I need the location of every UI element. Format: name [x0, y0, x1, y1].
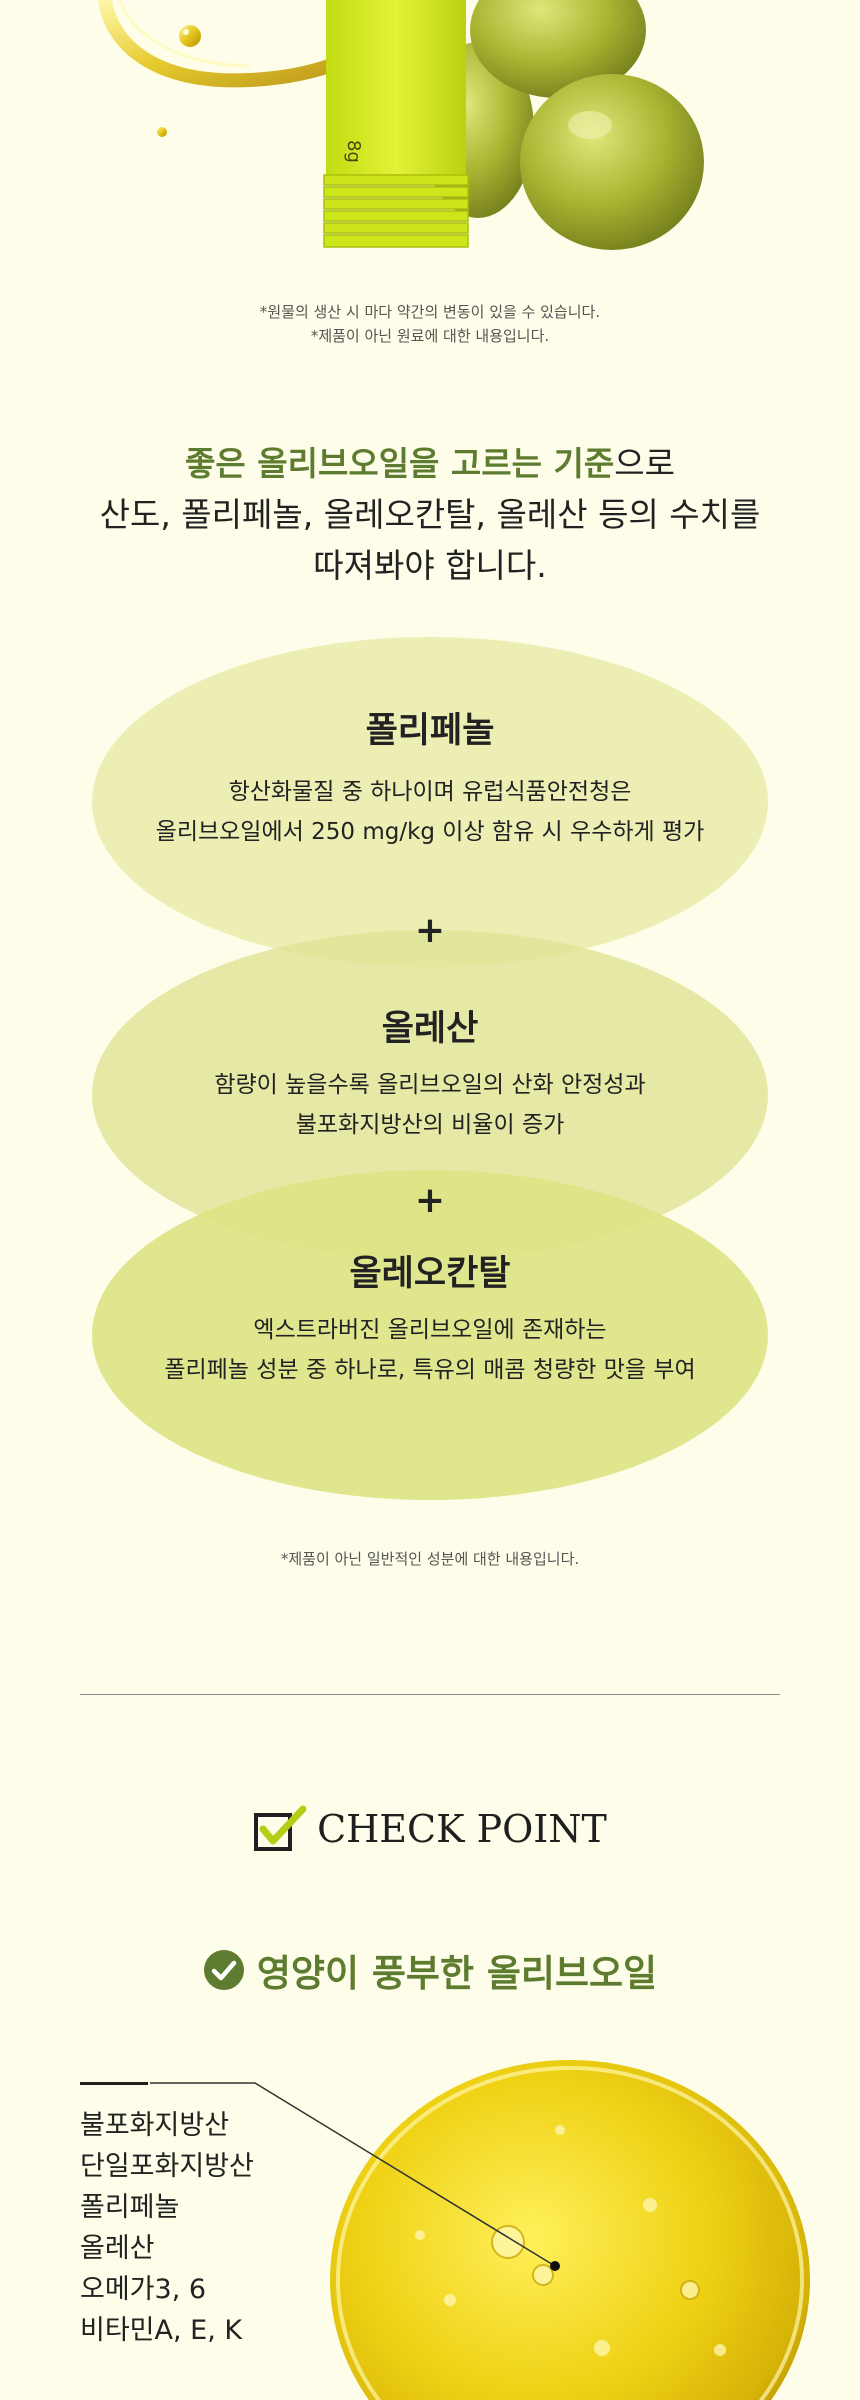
criteria-desc-line: 항산화물질 중 하나이며 유럽식품안전청은: [228, 779, 632, 805]
check-point-subtitle: 영양이 풍부한 올리브오일: [256, 1952, 658, 1995]
headline-line: 산도, 폴리페놀, 올레오칸탈, 올레산 등의 수치를: [99, 495, 761, 534]
product-hero-image: 8g: [98, 0, 704, 250]
section-divider: [80, 1694, 780, 1695]
check-point-heading: CHECK POINT: [0, 1805, 860, 1857]
nutrient-item: 올레산: [80, 2233, 155, 2264]
criteria-desc-line: 폴리페놀 성분 중 하나로, 특유의 매콤 청량한 맛을 부여: [164, 1357, 696, 1383]
list-accent-bar: [80, 2082, 148, 2085]
criteria-ellipse-oleocanthal: 올레오칸탈 엑스트라버진 올리브오일에 존재하는 폴리페놀 성분 중 하나로, …: [92, 1170, 768, 1500]
check-circle-icon: [203, 1950, 244, 1990]
checkbox-check-icon: [254, 1805, 307, 1851]
package-weight-label: 8g: [343, 140, 364, 163]
check-point-subtitle-row: 영양이 풍부한 올리브오일: [0, 1943, 860, 1997]
criteria-desc-line: 엑스트라버진 올리브오일에 존재하는: [253, 1317, 607, 1343]
criteria-title: 올레오칸탈: [349, 1254, 511, 1294]
disclaimer-note: *원물의 생산 시 마다 약간의 변동이 있을 수 있습니다.: [259, 303, 601, 321]
criteria-desc-line: 올리브오일에서 250 mg/kg 이상 함유 시 우수하게 평가: [155, 819, 705, 845]
disclaimer-notes-top: *원물의 생산 시 마다 약간의 변동이 있을 수 있습니다. *제품이 아닌 …: [0, 300, 860, 348]
nutrient-item: 불포화지방산: [80, 2110, 230, 2141]
criteria-description: 엑스트라버진 올리브오일에 존재하는 폴리페놀 성분 중 하나로, 특유의 매콤…: [92, 1310, 768, 1390]
nutrient-item: 비타민A, E, K: [80, 2315, 243, 2346]
headline-highlight: 좋은 올리브오일을 고르는 기준: [185, 444, 615, 483]
disclaimer-note-middle: *제품이 아닌 일반적인 성분에 대한 내용입니다.: [280, 1550, 580, 1568]
criteria-description: 함량이 높을수록 올리브오일의 산화 안정성과 불포화지방산의 비율이 증가: [92, 1065, 768, 1145]
check-point-title: CHECK POINT: [317, 1807, 607, 1851]
headline-line: 따져봐야 합니다.: [313, 546, 547, 585]
olive-oil-drop-image: [330, 2060, 810, 2400]
criteria-desc-line: 함량이 높을수록 올리브오일의 산화 안정성과: [214, 1072, 646, 1098]
plus-sign: +: [414, 910, 446, 951]
nutrient-item: 단일포화지방산: [80, 2151, 254, 2182]
plus-sign: +: [414, 1180, 446, 1221]
nutrient-list: 불포화지방산 단일포화지방산 폴리페놀 올레산 오메가3, 6 비타민A, E,…: [80, 2105, 254, 2351]
criteria-title: 폴리페놀: [365, 711, 495, 751]
criteria-description: 항산화물질 중 하나이며 유럽식품안전청은 올리브오일에서 250 mg/kg …: [92, 772, 768, 852]
section-headline: 좋은 올리브오일을 고르는 기준으로 산도, 폴리페놀, 올레오칸탈, 올레산 …: [0, 438, 860, 591]
criteria-ellipse-polyphenol: 폴리페놀 항산화물질 중 하나이며 유럽식품안전청은 올리브오일에서 250 m…: [92, 637, 768, 967]
criteria-title: 올레산: [381, 1009, 479, 1049]
criteria-desc-line: 불포화지방산의 비율이 증가: [295, 1112, 565, 1138]
nutrient-item: 오메가3, 6: [80, 2274, 207, 2305]
headline-suffix: 으로: [614, 444, 675, 483]
callout-line: [150, 2082, 560, 2271]
disclaimer-note: *제품이 아닌 원료에 대한 내용입니다.: [310, 327, 550, 345]
nutrient-item: 폴리페놀: [80, 2192, 180, 2223]
